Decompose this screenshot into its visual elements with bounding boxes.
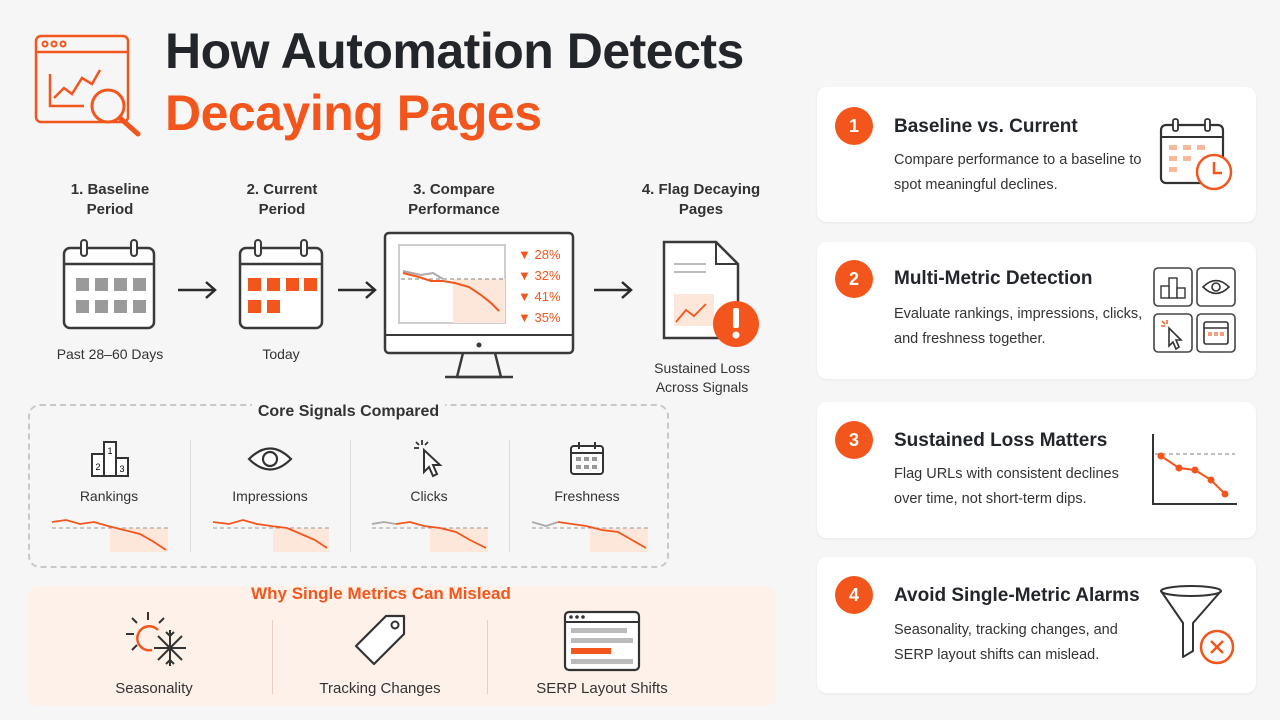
baseline-calendar-icon: [62, 239, 156, 330]
step-number-badge: 1: [835, 107, 873, 145]
mini-trend-chart: [531, 521, 648, 552]
arrow-right-icon: [178, 281, 217, 299]
step-number-badge: 3: [835, 421, 873, 459]
browser-chart-search-icon: [34, 34, 141, 137]
funnel-x-icon: [1160, 585, 1235, 665]
calendar-icon: [570, 442, 604, 475]
step-number-badge: 4: [835, 576, 873, 614]
drop-value: ▼ 35%: [518, 310, 561, 325]
signal-label: Impressions: [232, 488, 308, 504]
misleading-label: Tracking Changes: [319, 680, 441, 697]
divider: [190, 440, 191, 552]
step-1-label: 1. Baseline Period: [70, 181, 150, 218]
card-single-metric: 4 Avoid Single-Metric Alarms Seasonality…: [817, 557, 1256, 693]
sun-snowflake-icon: [126, 612, 186, 666]
step-3-label: 3. Compare Performance: [408, 181, 500, 218]
monitor-chart-icon: [383, 231, 575, 379]
step-number-badge: 2: [835, 260, 873, 298]
signal-rankings: 1 2 3 Rankings: [34, 436, 184, 556]
signal-label: Rankings: [79, 488, 139, 504]
step-2-sub: Today: [262, 346, 300, 362]
drop-value: ▼ 41%: [518, 289, 561, 304]
card-title: Avoid Single-Metric Alarms: [894, 585, 1140, 606]
arrow-right-icon: [594, 281, 633, 299]
core-signals-title: Core Signals Compared: [28, 403, 669, 421]
card-text: Compare performance to a baseline to spo…: [894, 152, 1142, 193]
page-title-line1: How Automation Detects: [165, 23, 744, 79]
compare-drops: ▼ 28% ▼ 32% ▼ 41% ▼ 35%: [518, 244, 574, 328]
misleading-title: Why Single Metrics Can Mislead: [251, 584, 511, 603]
divider: [350, 440, 351, 552]
misleading-box: [28, 586, 776, 706]
tag-icon: [354, 614, 406, 666]
divider: [509, 440, 510, 552]
card-baseline: 1 Baseline vs. Current Compare performan…: [817, 87, 1256, 222]
signal-clicks: Clicks: [354, 436, 504, 556]
mini-trend-chart: [212, 519, 329, 552]
metrics-grid-icon: [1153, 267, 1236, 353]
svg-text:1: 1: [107, 446, 112, 456]
serp-window-icon: [563, 610, 641, 672]
current-calendar-icon: [238, 239, 324, 330]
signal-freshness: Freshness: [512, 436, 662, 556]
mini-trend-chart: [51, 519, 168, 552]
arrow-right-icon: [338, 281, 377, 299]
card-title: Baseline vs. Current: [894, 116, 1078, 137]
document-alert-icon: [662, 240, 759, 347]
misleading-label: SERP Layout Shifts: [536, 680, 668, 697]
page-title-line2: Decaying Pages: [165, 85, 542, 141]
card-title: Multi-Metric Detection: [894, 268, 1093, 289]
eye-icon: [247, 447, 293, 471]
cursor-click-icon: [414, 440, 443, 478]
divider: [272, 620, 273, 694]
card-title: Sustained Loss Matters: [894, 430, 1108, 451]
drop-value: ▼ 32%: [518, 268, 561, 283]
calendar-clock-icon: [1159, 118, 1233, 191]
mini-trend-chart: [371, 521, 488, 552]
step-2-label: 2. Current Period: [246, 181, 318, 218]
podium-icon: 1 2 3: [91, 441, 129, 477]
svg-text:3: 3: [119, 464, 124, 474]
signal-label: Freshness: [554, 488, 620, 504]
svg-text:2: 2: [95, 462, 100, 472]
signal-impressions: Impressions: [195, 436, 345, 556]
drop-value: ▼ 28%: [518, 247, 561, 262]
card-sustained-loss: 3 Sustained Loss Matters Flag URLs with …: [817, 402, 1256, 538]
step-4-label: 4. Flag Decaying Pages: [641, 181, 761, 218]
misleading-label: Seasonality: [115, 680, 193, 697]
card-text: Evaluate rankings, impressions, clicks, …: [894, 306, 1143, 347]
divider: [487, 620, 488, 694]
card-multi-metric: 2 Multi-Metric Detection Evaluate rankin…: [817, 242, 1256, 379]
signal-label: Clicks: [410, 488, 448, 504]
card-text: Seasonality, tracking changes, and SERP …: [894, 622, 1118, 663]
card-text: Flag URLs with consistent declines over …: [894, 466, 1119, 507]
step-1-sub: Past 28–60 Days: [56, 346, 164, 362]
declining-line-icon: [1152, 434, 1237, 505]
step-4-sub: Sustained Loss Across Signals: [654, 360, 750, 395]
